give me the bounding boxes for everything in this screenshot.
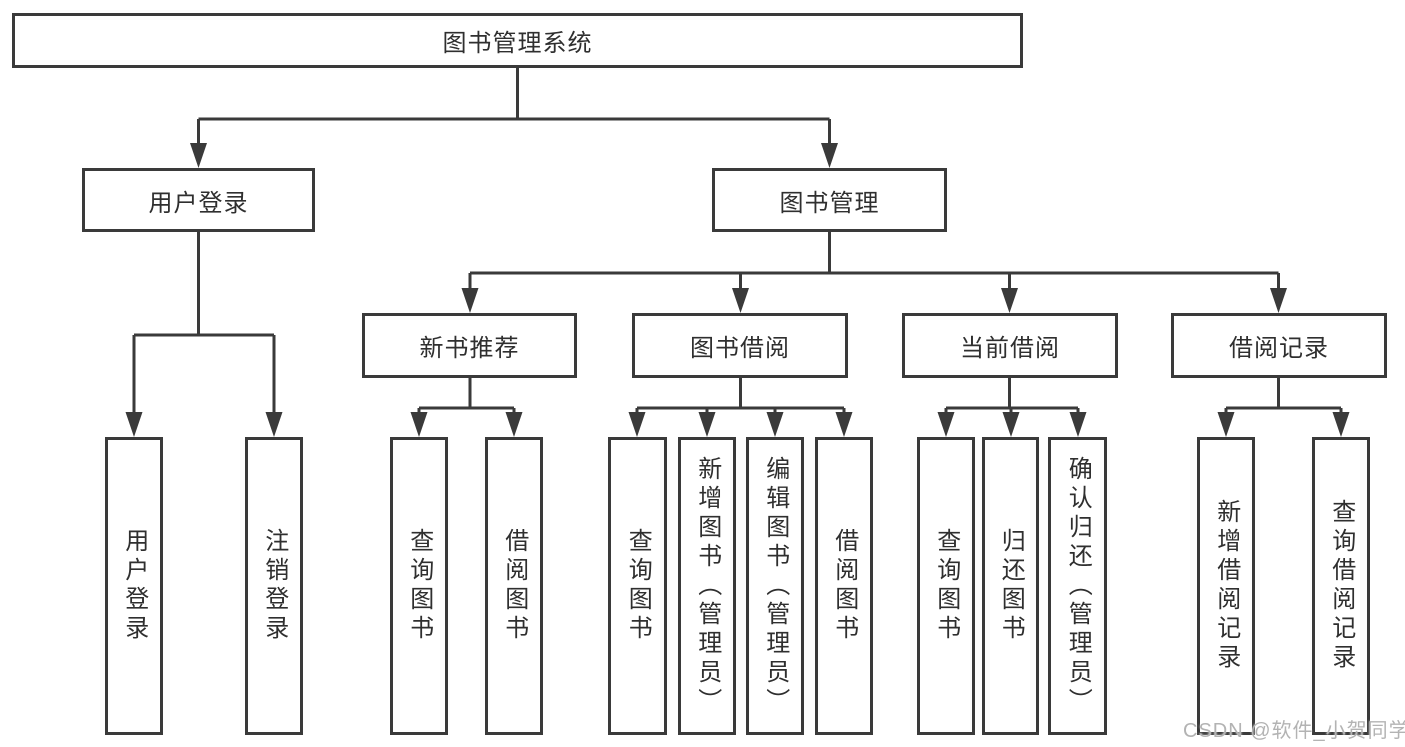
leaf-rec-query-books: 查询图书	[390, 437, 448, 735]
leaf-borrow-query-books: 查询图书	[608, 437, 667, 735]
node-user-login-label: 用户登录	[148, 189, 249, 217]
leaf-logout-label: 注销登录	[260, 528, 288, 644]
leaf-rec-query-books-label: 查询图书	[405, 528, 433, 644]
node-book-management-label: 图书管理	[779, 189, 880, 217]
leaf-borrow-query-books-label: 查询图书	[624, 528, 652, 644]
leaf-records-query: 查询借阅记录	[1312, 437, 1370, 735]
leaf-user-login-label: 用户登录	[120, 528, 148, 644]
leaf-current-return-books: 归还图书	[982, 437, 1039, 735]
node-new-book-recommend: 新书推荐	[362, 313, 577, 378]
leaf-borrow-edit-books-admin-label: 编辑图书（管理员）	[761, 455, 789, 717]
leaf-borrow-add-books-admin-label: 新增图书（管理员）	[693, 455, 721, 717]
leaf-rec-borrow-books-label: 借阅图书	[500, 528, 528, 644]
leaf-current-query-books-label: 查询图书	[932, 528, 960, 644]
leaf-user-login: 用户登录	[105, 437, 163, 735]
node-current-borrowing-label: 当前借阅	[960, 335, 1060, 362]
leaf-records-query-label: 查询借阅记录	[1327, 499, 1355, 673]
node-book-borrowing-label: 图书借阅	[690, 335, 790, 362]
leaf-current-confirm-return-admin: 确认归还（管理员）	[1048, 437, 1107, 735]
node-root: 图书管理系统	[12, 13, 1023, 68]
node-new-book-recommend-label: 新书推荐	[419, 335, 520, 362]
csdn-watermark: CSDN @软件_小贺同学	[1183, 720, 1405, 742]
node-book-management: 图书管理	[712, 168, 947, 232]
leaf-logout: 注销登录	[245, 437, 303, 735]
leaf-current-confirm-return-admin-label: 确认归还（管理员）	[1064, 455, 1092, 717]
node-user-login: 用户登录	[82, 168, 315, 232]
leaf-records-add-label: 新增借阅记录	[1212, 499, 1240, 673]
leaf-current-query-books: 查询图书	[917, 437, 975, 735]
node-current-borrowing: 当前借阅	[902, 313, 1118, 378]
leaf-current-return-books-label: 归还图书	[997, 528, 1025, 644]
node-borrow-records-label: 借阅记录	[1229, 335, 1329, 362]
leaf-borrow-edit-books-admin: 编辑图书（管理员）	[746, 437, 804, 735]
leaf-records-add: 新增借阅记录	[1197, 437, 1255, 735]
leaf-borrow-add-books-admin: 新增图书（管理员）	[678, 437, 736, 735]
leaf-borrow-borrow-books-label: 借阅图书	[830, 528, 858, 644]
node-root-label: 图书管理系统	[442, 30, 593, 57]
leaf-rec-borrow-books: 借阅图书	[485, 437, 543, 735]
node-borrow-records: 借阅记录	[1171, 313, 1387, 378]
node-book-borrowing: 图书借阅	[632, 313, 848, 378]
leaf-borrow-borrow-books: 借阅图书	[815, 437, 873, 735]
